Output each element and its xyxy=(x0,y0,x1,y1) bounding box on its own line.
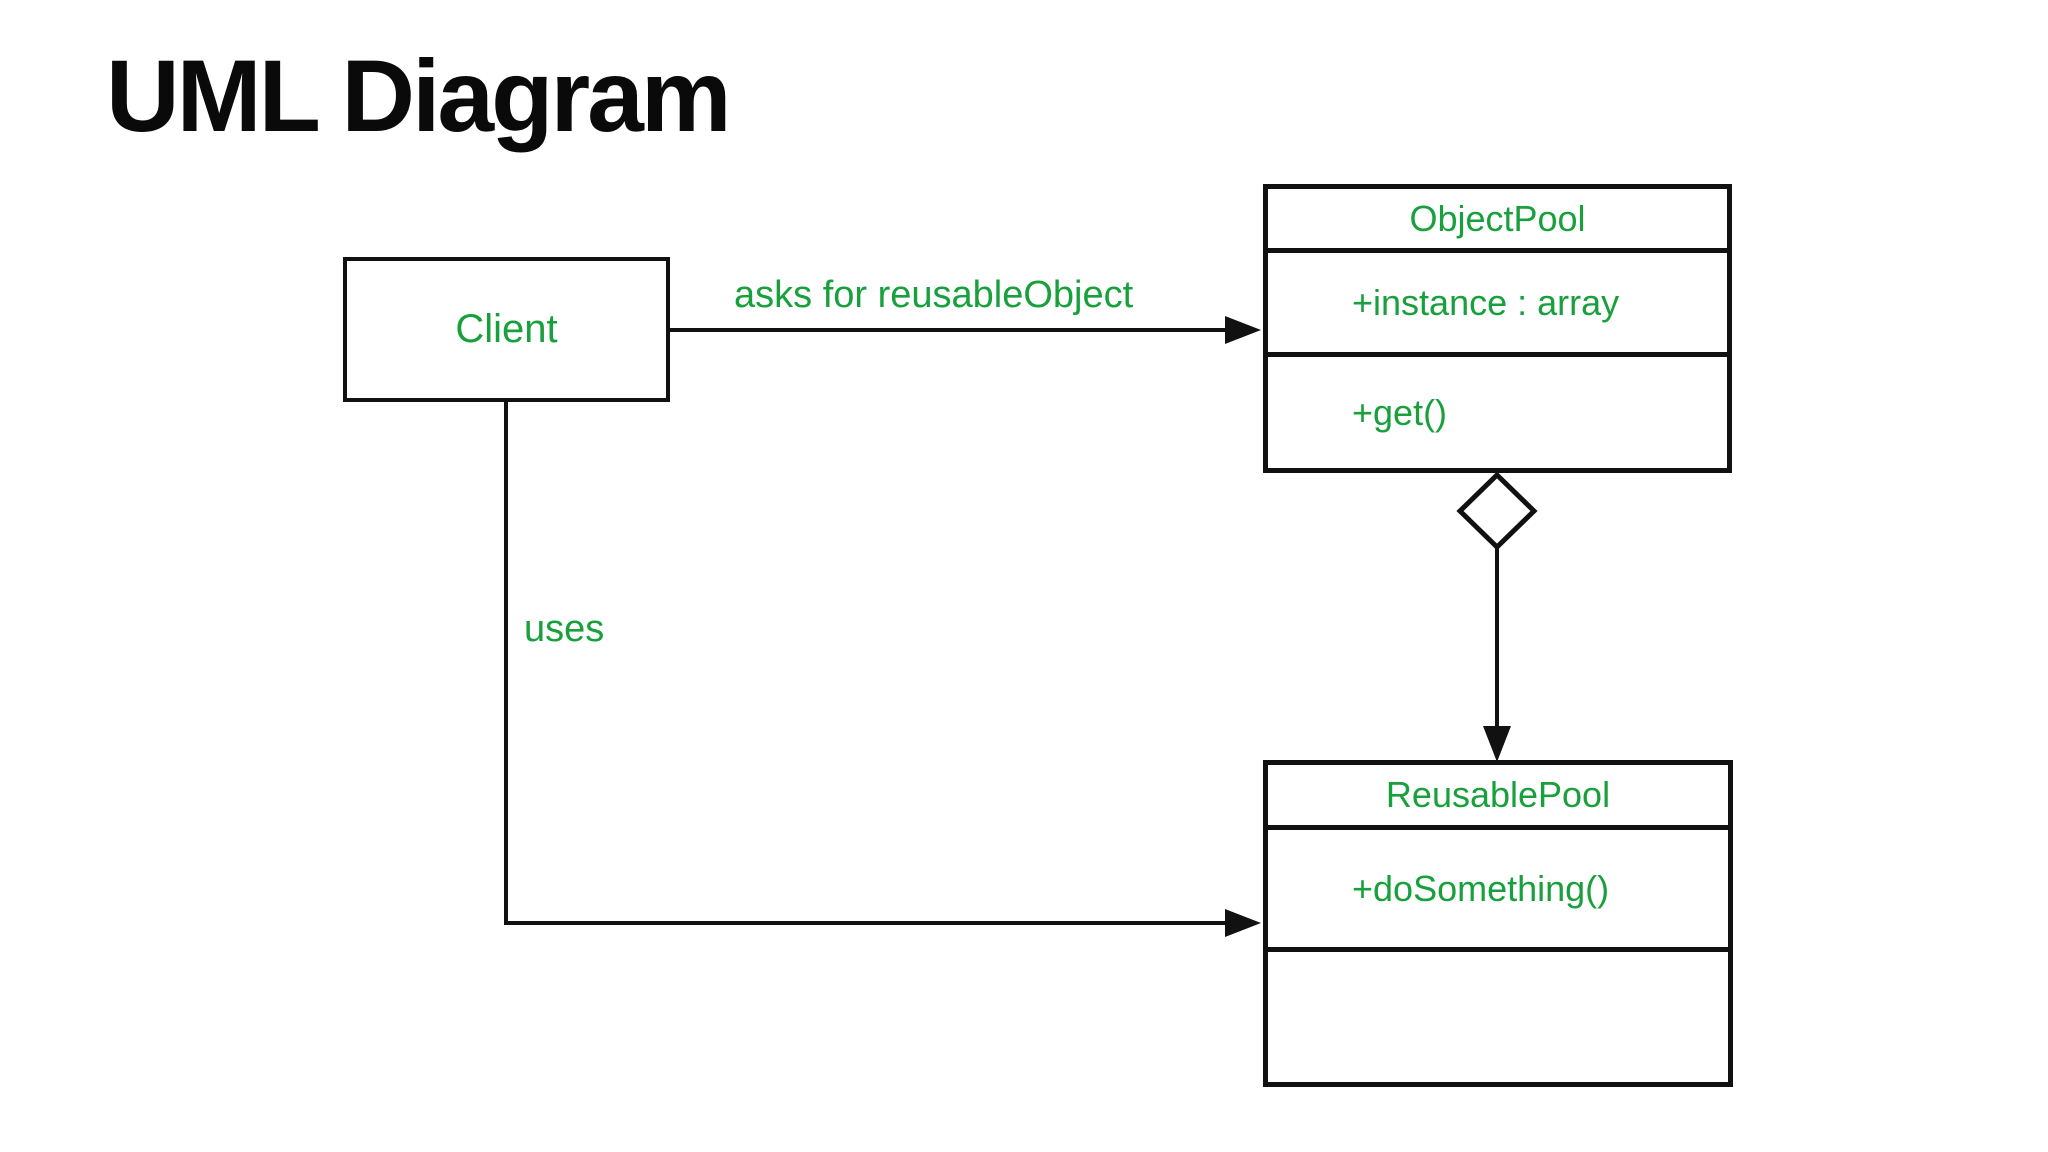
class-name-objectpool: ObjectPool xyxy=(1409,197,1586,239)
reusablepool-method: +doSomething() xyxy=(1352,867,1610,909)
objectpool-attribute-compartment: +instance : array xyxy=(1268,253,1727,357)
objectpool-method-compartment: +get() xyxy=(1268,357,1727,468)
reusablepool-name-compartment: ReusablePool xyxy=(1268,765,1728,830)
aggregation-diamond-icon xyxy=(1456,471,1538,551)
class-name-client: Client xyxy=(455,307,558,351)
uses-association-label: uses xyxy=(524,608,605,650)
reusablepool-method-compartment: +doSomething() xyxy=(1268,830,1728,952)
objectpool-method: +get() xyxy=(1352,391,1448,433)
page-title: UML Diagram xyxy=(106,39,732,153)
uses-association-line xyxy=(504,402,1232,925)
uses-arrowhead-icon xyxy=(1225,909,1261,937)
objectpool-attribute: +instance : array xyxy=(1352,281,1620,323)
class-box-reusablepool: ReusablePool +doSomething() xyxy=(1263,760,1733,1087)
reusablepool-empty-compartment xyxy=(1268,952,1728,1082)
class-box-client: Client xyxy=(343,257,670,402)
aggregation-arrowhead-icon xyxy=(1483,726,1511,762)
asks-arrowhead-icon xyxy=(1225,316,1261,344)
asks-association-label: asks for reusableObject xyxy=(734,274,1134,316)
objectpool-name-compartment: ObjectPool xyxy=(1268,189,1727,253)
class-box-objectpool: ObjectPool +instance : array +get() xyxy=(1263,184,1732,473)
class-name-reusablepool: ReusablePool xyxy=(1385,774,1611,815)
